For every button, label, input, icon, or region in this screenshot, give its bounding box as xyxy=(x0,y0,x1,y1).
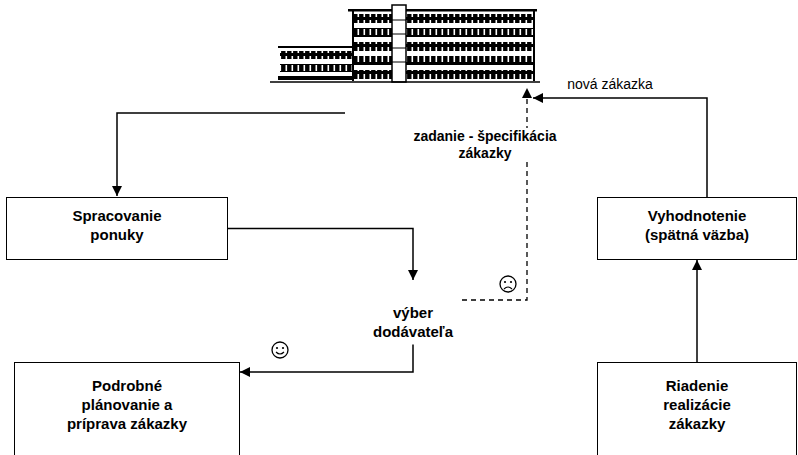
node-label: Spracovanie ponuky xyxy=(57,207,177,245)
flow-label: nová zákazka xyxy=(548,76,672,93)
process-box: Riadenie realizácie zákazky xyxy=(597,362,797,455)
flow-arrow xyxy=(696,260,698,362)
smiley-symbol xyxy=(272,342,288,358)
flow-arrow xyxy=(240,345,413,373)
decision-point: výber dodávateľa xyxy=(368,280,458,350)
process-box: Spracovanie ponuky xyxy=(6,197,228,260)
flow-arrow xyxy=(228,229,413,281)
building-illustration xyxy=(270,5,540,82)
flow-line xyxy=(117,113,345,196)
process-box: Podrobné plánovanie a príprava zákazky xyxy=(14,362,240,455)
node-label: výber dodávateľa xyxy=(368,304,458,342)
process-box: Vyhodnotenie (spätná väzba) xyxy=(597,197,797,260)
node-label: Podrobné plánovanie a príprava zákazky xyxy=(52,377,202,433)
dashed-return-line xyxy=(462,88,527,300)
frown-symbol xyxy=(500,276,516,292)
node-label: Riadenie realizácie zákazky xyxy=(642,377,752,433)
flow-label: zadanie - špecifikácia zákazky xyxy=(388,128,582,162)
node-label: Vyhodnotenie (spätná väzba) xyxy=(627,207,767,245)
